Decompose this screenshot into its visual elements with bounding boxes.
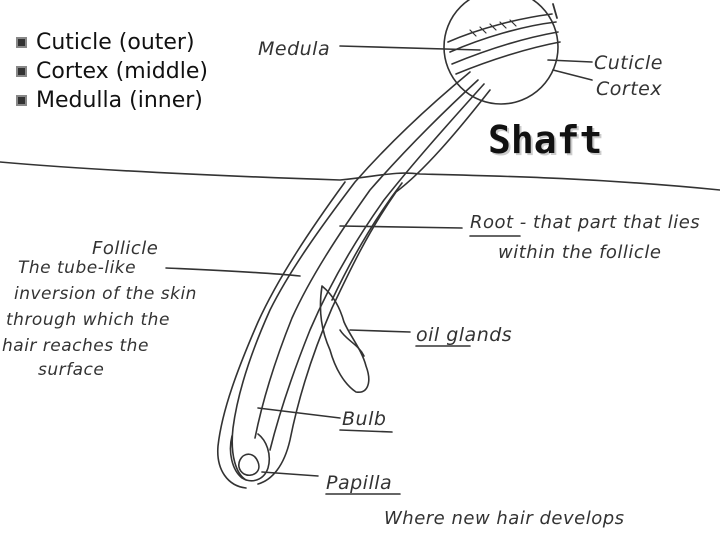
bulb-label: Bulb [342,408,387,430]
cortex-label: Cortex [596,78,663,100]
square-bullet-icon [16,66,27,77]
bullet-item-cuticle: Cuticle (outer) [14,28,208,57]
follicle-description-line: through which the [6,310,170,330]
follicle-description-line: hair reaches the [2,336,149,356]
follicle-outline [217,181,346,489]
bullet-label: Cuticle (outer) [36,30,195,55]
papilla-label: Papilla [326,472,393,494]
papilla-shape [238,453,260,477]
follicle-label: Follicle [92,238,159,259]
root-leader [339,225,463,229]
cross-section-magnifier [443,0,559,105]
papilla-leader [261,471,319,477]
hair-layers-list: Cuticle (outer) Cortex (middle) Medulla … [14,28,208,115]
follicle-description-line: The tube-like [18,258,137,278]
root-label: Root - that part that lies [470,212,701,233]
medula-leader [339,45,481,51]
bullet-item-medulla: Medulla (inner) [14,86,208,115]
shaft-title: Shaft [488,118,603,162]
bullet-label: Cortex (middle) [36,59,208,84]
papilla-description: Where new hair develops [384,508,625,529]
square-bullet-icon [16,37,27,48]
hair-bulb-shape [229,433,271,482]
cuticle-leader [547,59,593,63]
medula-label: Medula [258,38,331,60]
hair-shaft-outline [231,71,471,481]
follicle-leader [165,267,301,277]
cuticle-label: Cuticle [594,52,663,74]
bullet-item-cortex: Cortex (middle) [14,57,208,86]
bullet-label: Medulla (inner) [36,88,203,113]
cortex-leader [552,69,593,81]
root-description: within the follicle [498,242,662,263]
square-bullet-icon [16,95,27,106]
skin-surface-line [0,161,720,191]
oil-gland-shape [319,285,370,393]
oil-glands-label: oil glands [416,324,513,346]
follicle-description-line: surface [38,360,105,380]
oil-glands-leader [349,329,411,333]
follicle-description-line: inversion of the skin [14,284,197,304]
bulb-leader [257,407,341,419]
